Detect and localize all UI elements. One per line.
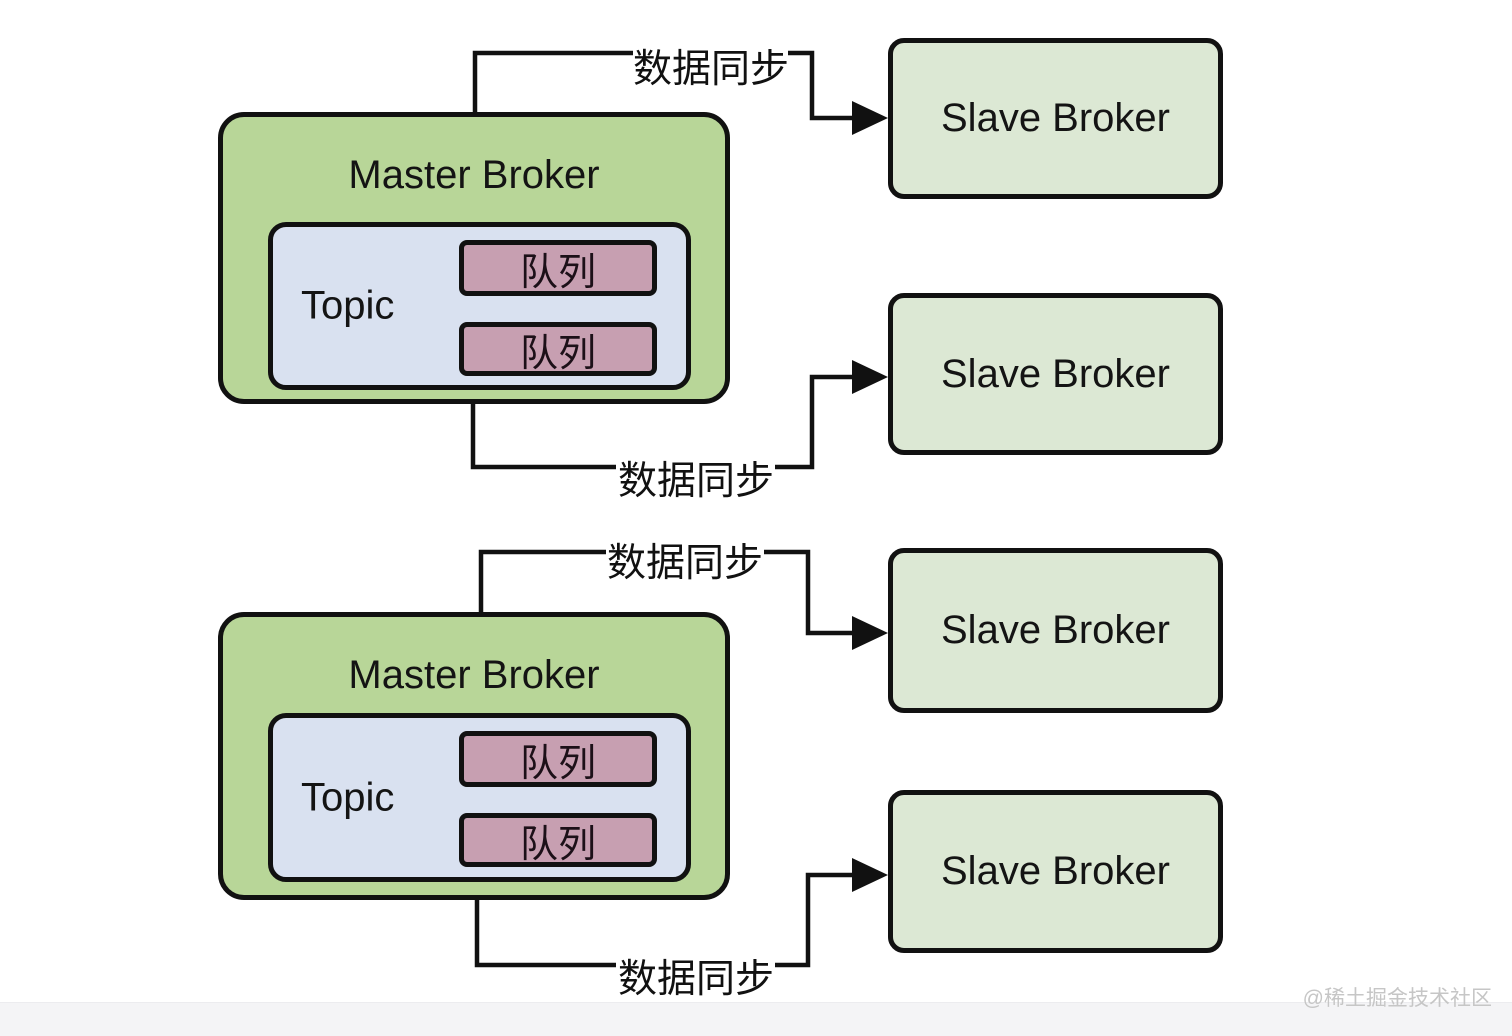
arrowhead-icon: [852, 858, 888, 892]
topic-box: Topic 队列 队列: [268, 222, 691, 390]
connector-master1-slave2: [470, 374, 858, 470]
queue-box: 队列: [459, 731, 657, 787]
topic-box: Topic 队列 队列: [268, 713, 691, 882]
queue-label: 队列: [519, 332, 596, 375]
master-broker-title: Master Broker: [348, 653, 600, 697]
topic-label: Topic: [301, 283, 395, 328]
connector-master1-slave1: [472, 50, 858, 121]
slave-broker-label: Slave Broker: [941, 849, 1170, 893]
arrowhead-icon: [852, 616, 888, 650]
master-broker-title: Master Broker: [348, 153, 600, 197]
arrowhead-icon: [852, 101, 888, 135]
slave-broker-3: Slave Broker: [888, 548, 1223, 713]
sync-label-1: 数据同步: [632, 48, 789, 91]
connector-master2-slave3: [478, 549, 858, 636]
slave-broker-label: Slave Broker: [941, 351, 1170, 396]
queue-box: 队列: [459, 240, 657, 296]
sync-label-4: 数据同步: [617, 958, 774, 1001]
footer-strip: [0, 1002, 1512, 1036]
slave-broker-label: Slave Broker: [941, 608, 1170, 652]
sync-label-3: 数据同步: [606, 542, 763, 585]
slave-broker-1: Slave Broker: [888, 38, 1223, 199]
slave-broker-2: Slave Broker: [888, 293, 1223, 455]
topic-label: Topic: [301, 775, 395, 819]
queue-label: 队列: [519, 742, 596, 785]
watermark: @稀土掘金技术社区: [1302, 987, 1492, 1010]
sync-label-2: 数据同步: [617, 460, 774, 503]
queue-label: 队列: [519, 251, 596, 294]
slave-broker-4: Slave Broker: [888, 790, 1223, 953]
slave-broker-label: Slave Broker: [941, 96, 1170, 140]
arrowhead-icon: [852, 360, 888, 394]
master-broker-2: Master Broker Topic 队列 队列: [218, 612, 730, 900]
queue-box: 队列: [459, 322, 657, 376]
connector-master2-slave4: [474, 872, 858, 968]
queue-label: 队列: [519, 823, 596, 866]
queue-box: 队列: [459, 813, 657, 867]
master-broker-1: Master Broker Topic 队列 队列: [218, 112, 730, 404]
